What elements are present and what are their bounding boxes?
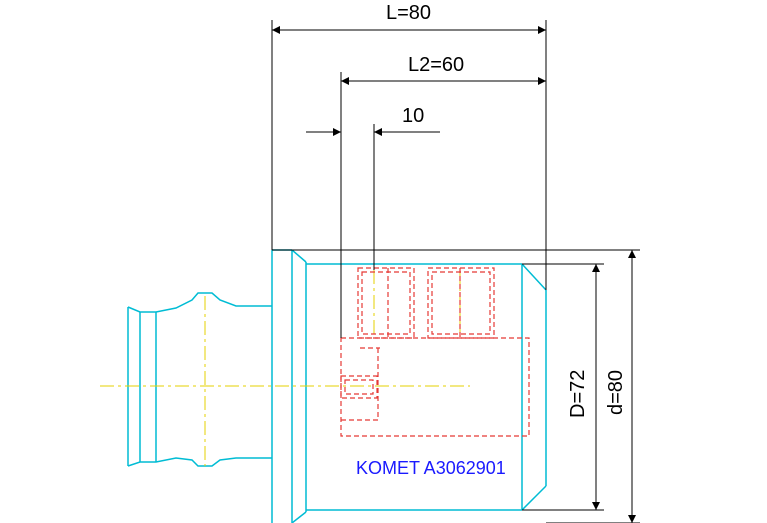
dimension-L-label: L=80 xyxy=(386,2,431,24)
dimension-lines xyxy=(271,20,640,523)
hidden-features xyxy=(340,267,530,437)
dimension-D-label: D=72 xyxy=(567,370,589,418)
dimension-offset-label: 10 xyxy=(402,105,424,127)
dimension-L2-label: L2=60 xyxy=(408,54,464,76)
part-number-label: KOMET A3062901 xyxy=(356,458,506,478)
dimension-d-label: d=80 xyxy=(605,370,627,415)
